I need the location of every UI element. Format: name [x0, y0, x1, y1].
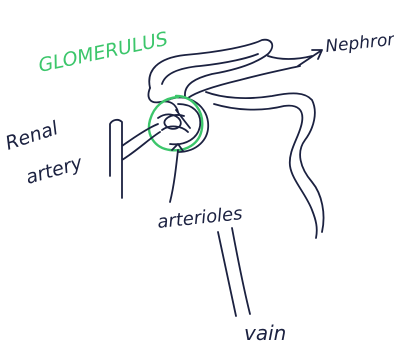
glomerulus-label: GLOMERULUS	[36, 28, 169, 77]
arterioles-label: arterioles	[156, 203, 243, 233]
vein-label: vain	[244, 321, 286, 345]
nephron-tubule-outer	[149, 40, 300, 98]
nephron-label: Nephron	[324, 29, 394, 57]
renal-artery	[110, 120, 160, 198]
glomerulus-tuft	[158, 110, 190, 132]
glomerulus-highlight-circle	[149, 96, 202, 150]
renal-artery-label-line2: artery	[23, 152, 85, 189]
vein-vessel	[218, 228, 250, 316]
renal-artery-label-line1: Renal	[3, 117, 62, 155]
